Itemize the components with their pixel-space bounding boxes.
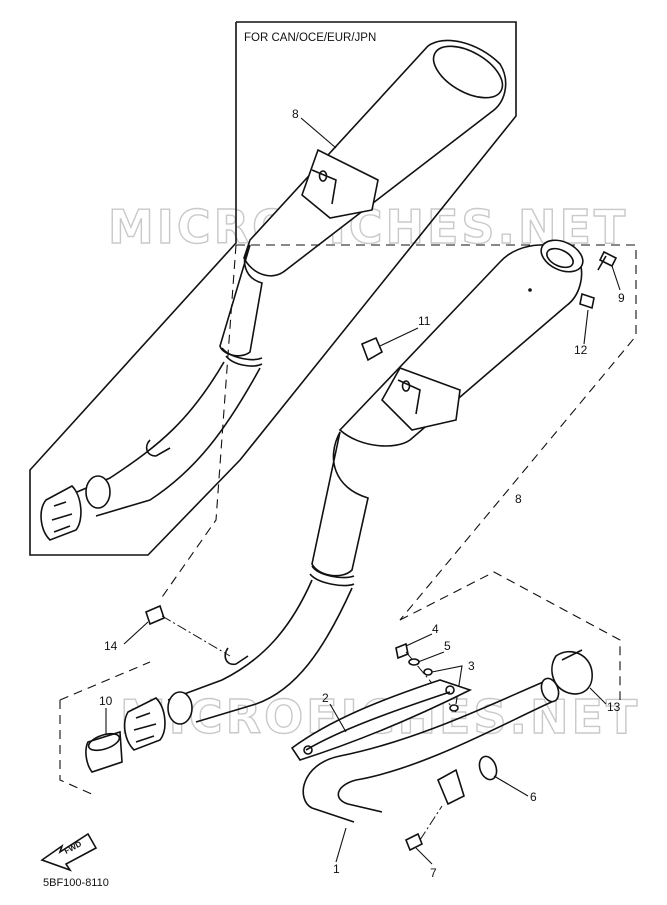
gasket-6 [478,755,498,781]
bolt-7 [404,805,443,852]
callout-6: 6 [530,790,537,804]
callout-3: 3 [468,659,475,673]
washer-5 [408,658,420,666]
main-muffler [123,239,584,751]
exhaust-pipe-1 [302,677,560,823]
diagram-code: 5BF100-8110 [43,877,109,889]
variant-muffler [40,39,507,541]
clamp-13 [551,649,593,695]
lower-frame [59,571,621,797]
callout-8-top: 8 [292,107,299,121]
callout-10: 10 [99,694,113,708]
callout-12: 12 [574,343,588,357]
callout-2: 2 [322,691,329,705]
callout-9: 9 [618,291,625,305]
bolt-14 [145,604,231,657]
variant-frame [29,21,517,556]
region-note: FOR CAN/OCE/EUR/JPN [244,32,376,44]
gasket-10 [85,730,123,773]
callout-13: 13 [607,700,621,714]
bolt-9 [597,250,618,271]
callout-11: 11 [418,314,431,328]
callout-5: 5 [444,639,451,653]
callout-7: 7 [430,866,437,880]
protector-2 [290,679,473,761]
fwd-arrow-icon: FWD [40,832,98,872]
callout-14: 14 [104,639,118,653]
grommet-11 [360,336,384,362]
nut-12 [579,292,595,310]
callout-1: 1 [333,862,340,876]
callout-8-right: 8 [515,492,522,506]
washer-3 [423,668,459,712]
callout-4: 4 [432,622,439,636]
main-frame [159,244,637,621]
